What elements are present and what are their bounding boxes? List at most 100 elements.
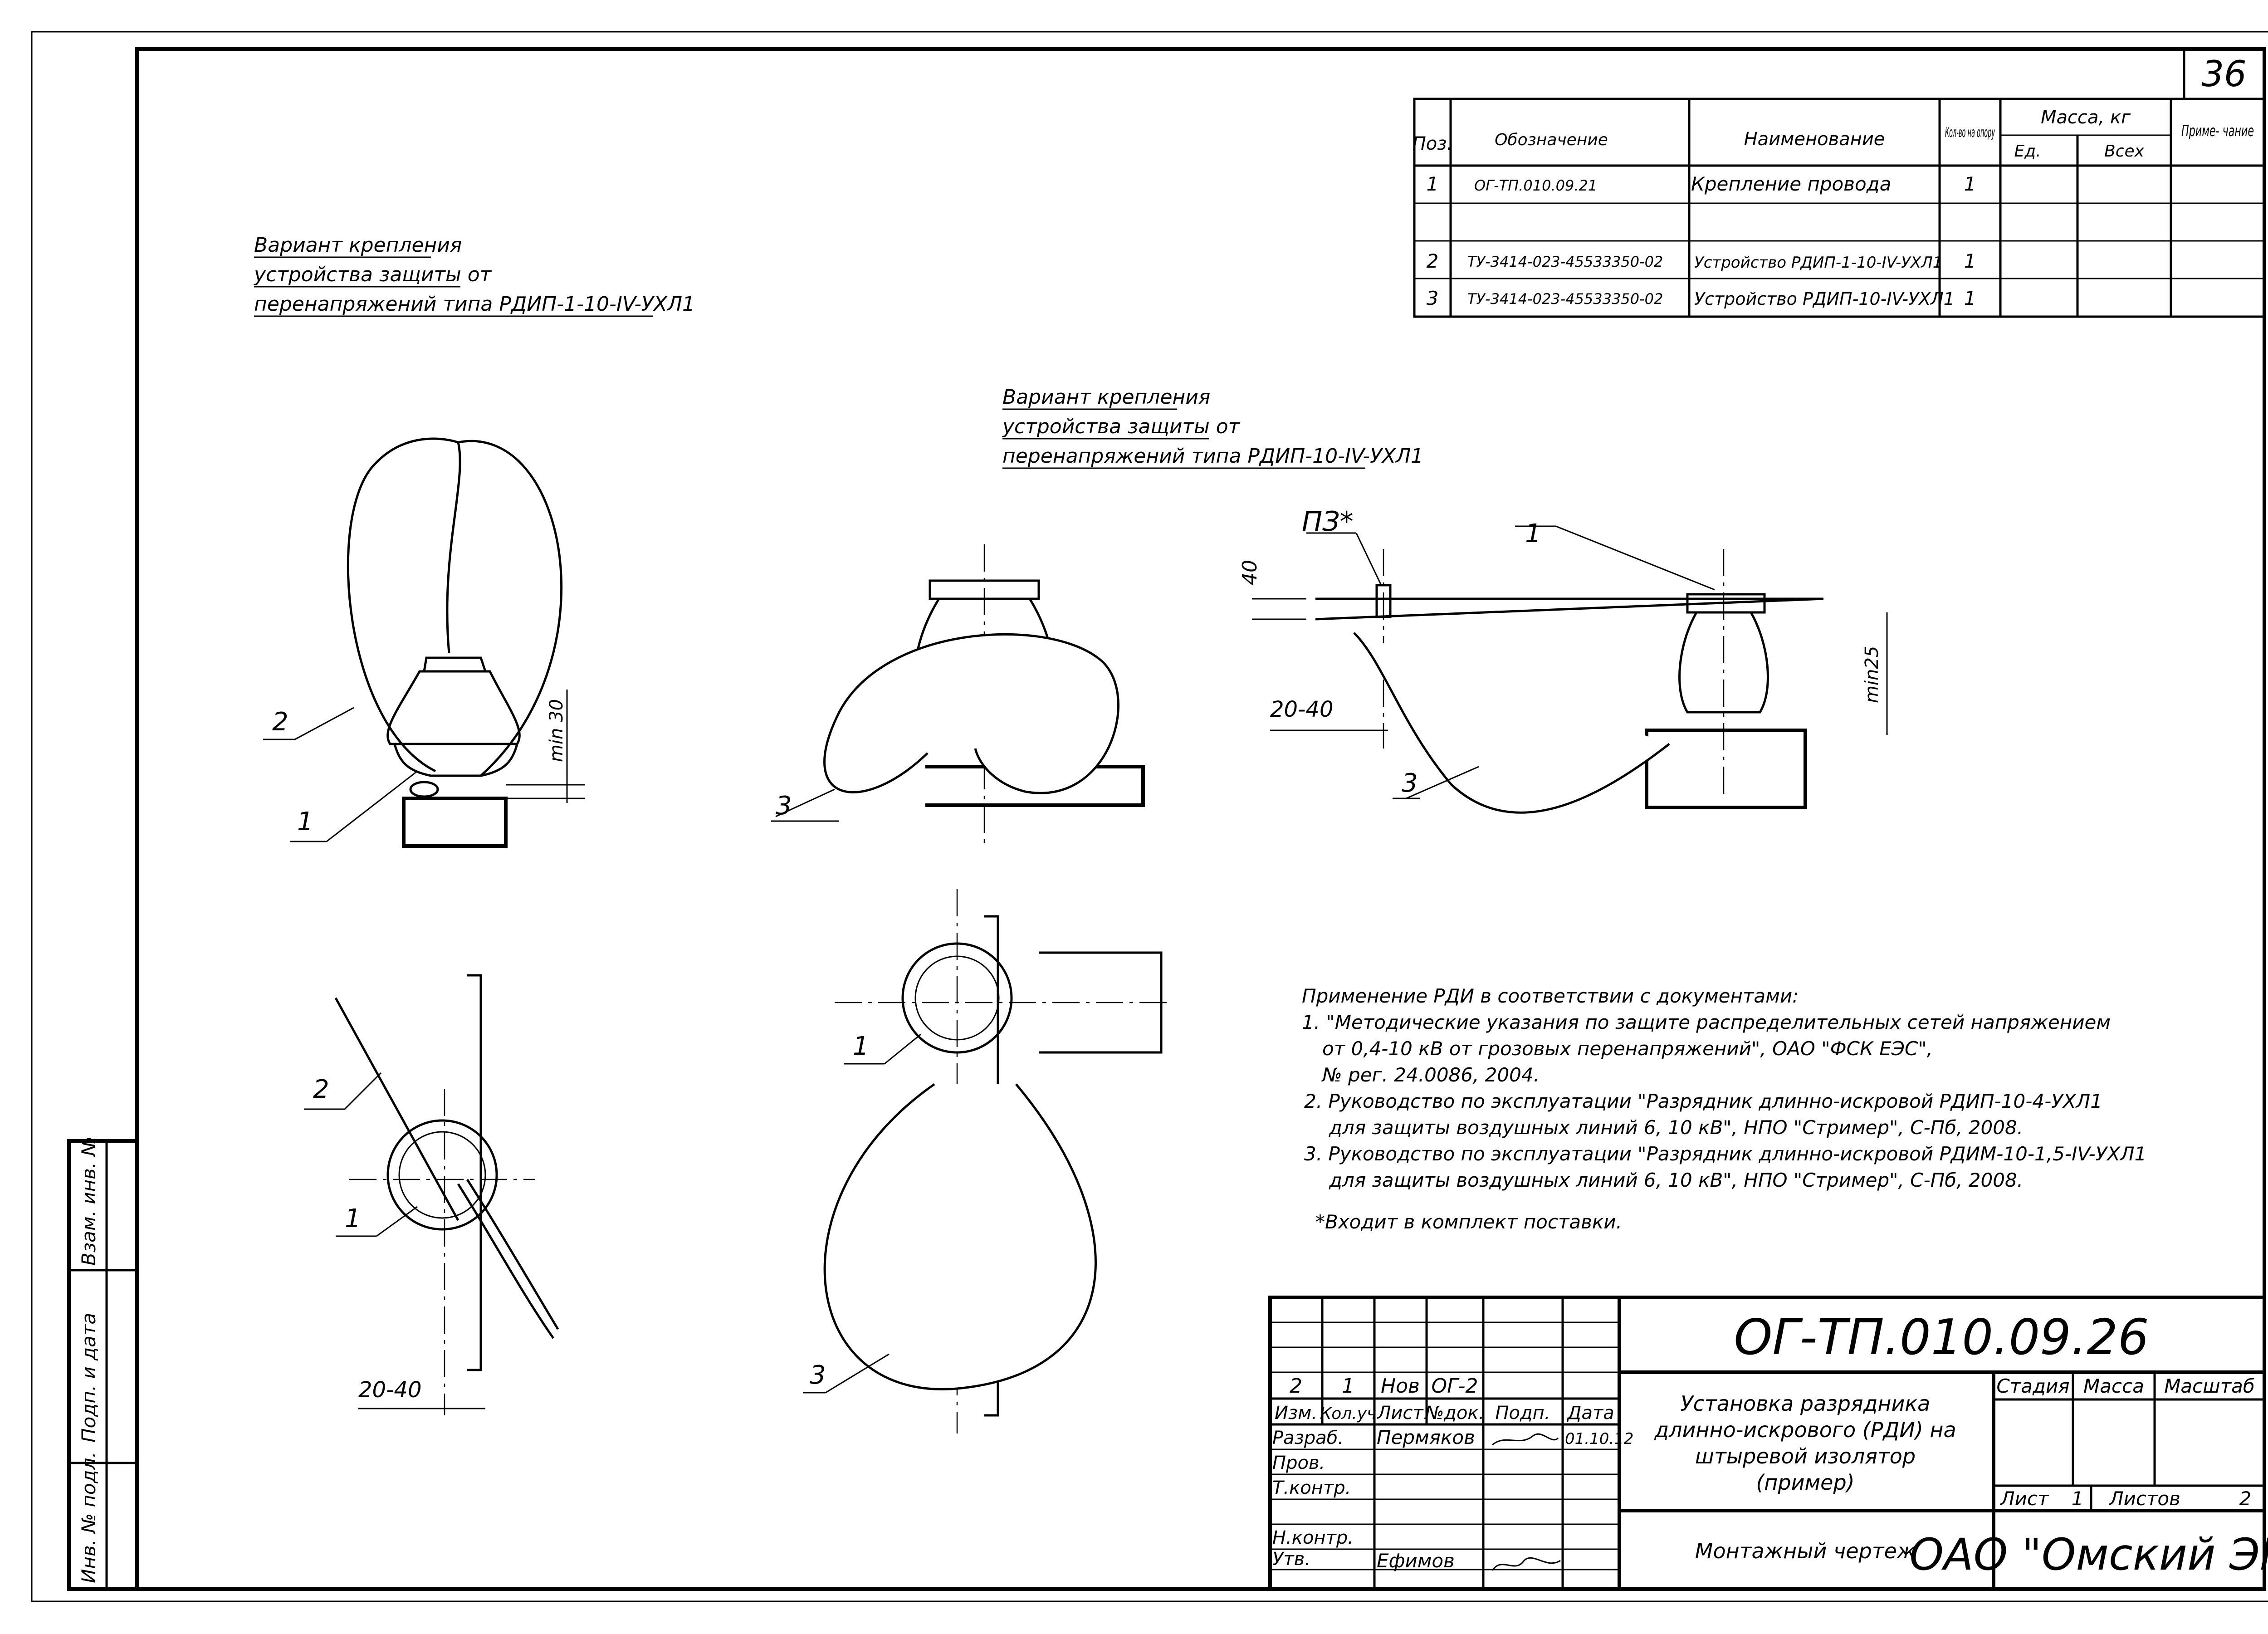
approver-name: Ефимов bbox=[1377, 1550, 1455, 1572]
dim-min25: min25 bbox=[1862, 646, 1882, 703]
developer-date: 01.10.12 bbox=[1565, 1430, 1633, 1448]
side-stamp-orig-inv: Инв. № подл. bbox=[78, 1452, 100, 1583]
row3-pos: 3 bbox=[1427, 287, 1439, 309]
hdr-date: Дата bbox=[1566, 1403, 1614, 1424]
dim-20-40-c: 20-40 bbox=[1270, 697, 1333, 722]
col-note-header: Приме- чание bbox=[2181, 122, 2254, 140]
role-approver: Утв. bbox=[1272, 1549, 1310, 1570]
callout-1-c: 1 bbox=[1525, 519, 1541, 548]
view-rdip10-side: 1 ПЗ* 40 20-40 min25 3 bbox=[1238, 506, 1888, 814]
company-name: ОАО "Омский ЭМЗ" bbox=[1909, 1529, 2268, 1580]
callout-2-a: 2 bbox=[272, 707, 288, 737]
dim-20-40-d: 20-40 bbox=[358, 1377, 421, 1403]
svg-text:Вариант крепления: Вариант крепления bbox=[1002, 386, 1210, 409]
doc-code: ОГ-ТП.010.09.26 bbox=[1734, 1309, 2149, 1366]
row3-name: Устройство РДИП-10-IV-УХЛ1 bbox=[1694, 289, 1955, 309]
svg-text:Вариант крепления: Вариант крепления bbox=[254, 234, 462, 257]
row3-qty: 1 bbox=[1964, 287, 1976, 309]
svg-text:*Входит в комплект поставки.: *Входит в комплект поставки. bbox=[1315, 1211, 1622, 1233]
outer-border bbox=[31, 31, 2268, 1602]
svg-text:для защиты воздушных линий 6,: для защиты воздушных линий 6, 10 кВ", НП… bbox=[1329, 1169, 2023, 1191]
view-rdip10-front: 3 bbox=[771, 544, 1145, 844]
callout-3-e: 3 bbox=[810, 1360, 826, 1390]
col-name-header: Наименование bbox=[1744, 129, 1885, 150]
title-line-2: длинно-искрового (РДИ) на bbox=[1654, 1418, 1956, 1442]
hdr-podp: Подп. bbox=[1495, 1403, 1550, 1424]
hdr-izm: Изм. bbox=[1275, 1403, 1317, 1424]
svg-text:устройства защиты от: устройства защиты от bbox=[253, 263, 492, 286]
title-line-3: штыревой изолятор bbox=[1695, 1444, 1916, 1468]
col-unit-header: Ед. bbox=[2014, 142, 2041, 161]
hdr-ndok: №док. bbox=[1424, 1403, 1485, 1424]
col-designation-header: Обозначение bbox=[1495, 131, 1608, 149]
mass-label: Масса bbox=[2083, 1375, 2144, 1397]
role-norm-control: Н.контр. bbox=[1272, 1527, 1354, 1548]
callout-1-d: 1 bbox=[345, 1204, 361, 1233]
change-ndok: ОГ-2 bbox=[1431, 1375, 1478, 1398]
svg-text:№ рег. 24.0086, 2004.: № рег. 24.0086, 2004. bbox=[1321, 1064, 1540, 1086]
callout-1-a: 1 bbox=[297, 807, 313, 837]
row3-designation: ТУ-3414-023-45533350-02 bbox=[1467, 290, 1663, 308]
spec-table: Поз. Обозначение Наименование Кол-во на … bbox=[1413, 98, 2266, 318]
svg-text:3. Руководство по эксплуатации: 3. Руководство по эксплуатации "Разрядни… bbox=[1304, 1143, 2146, 1165]
scale-label: Масштаб bbox=[2164, 1375, 2255, 1397]
side-stamp: Взам. инв. № Подп. и дата Инв. № подл. bbox=[67, 1136, 139, 1591]
side-stamp-replaced-inv: Взам. инв. № bbox=[78, 1136, 100, 1266]
title-line-1: Установка разрядника bbox=[1681, 1391, 1931, 1416]
row1-designation: ОГ-ТП.010.09.21 bbox=[1474, 177, 1597, 194]
callout-pz: ПЗ* bbox=[1302, 506, 1354, 538]
svg-text:2. Руководство по эксплуатации: 2. Руководство по эксплуатации "Разрядни… bbox=[1304, 1090, 2102, 1112]
developer-name: Пермяков bbox=[1377, 1426, 1475, 1448]
sheets-label: Листов bbox=[2108, 1487, 2180, 1510]
row2-name: Устройство РДИП-1-10-IV-УХЛ1 bbox=[1694, 254, 1942, 272]
sheets-value: 2 bbox=[2239, 1487, 2252, 1510]
sheet-value: 1 bbox=[2072, 1487, 2084, 1510]
role-checker: Пров. bbox=[1272, 1453, 1325, 1473]
row2-qty: 1 bbox=[1964, 250, 1976, 272]
sheet-number-box: 36 bbox=[2183, 48, 2266, 100]
sheet-label: Лист bbox=[1999, 1487, 2049, 1510]
svg-text:от 0,4-10 кВ от грозовых перен: от 0,4-10 кВ от грозовых перенапряжений"… bbox=[1322, 1037, 1933, 1060]
row2-designation: ТУ-3414-023-45533350-02 bbox=[1467, 253, 1663, 270]
svg-text:устройства защиты от: устройства защиты от bbox=[1002, 415, 1241, 438]
row1-qty: 1 bbox=[1964, 173, 1976, 195]
svg-text:для защиты воздушных линий 6,: для защиты воздушных линий 6, 10 кВ", НП… bbox=[1329, 1116, 2023, 1139]
sheet-number: 36 bbox=[2201, 54, 2246, 95]
role-developer: Разраб. bbox=[1272, 1428, 1344, 1448]
col-mass-header: Масса, кг bbox=[2041, 107, 2131, 128]
callout-1-e: 1 bbox=[853, 1032, 869, 1061]
svg-text:Применение РДИ в соответствии: Применение РДИ в соответствии с документ… bbox=[1302, 985, 1799, 1007]
svg-text:перенапряжений типа РДИП-1-10-: перенапряжений типа РДИП-1-10-IV-УХЛ1 bbox=[254, 293, 695, 316]
callout-3-c: 3 bbox=[1402, 768, 1418, 798]
dim-min30: min 30 bbox=[546, 699, 567, 762]
svg-text:перенапряжений типа РДИП-10-IV: перенапряжений типа РДИП-10-IV-УХЛ1 bbox=[1002, 445, 1423, 468]
dim-40: 40 bbox=[1238, 560, 1261, 585]
approver-signature bbox=[1491, 1557, 1561, 1571]
change-kol: 1 bbox=[1342, 1375, 1354, 1398]
variant-1-caption: Вариант крепления устройства защиты от п… bbox=[253, 234, 695, 317]
view-rdip1-top: 2 1 20-40 bbox=[304, 974, 559, 1415]
callout-2-d: 2 bbox=[313, 1075, 329, 1104]
callout-3-b: 3 bbox=[776, 791, 792, 821]
hdr-list: Лист bbox=[1376, 1403, 1424, 1424]
row1-name: Крепление провода bbox=[1691, 173, 1891, 195]
role-tech-control: Т.контр. bbox=[1272, 1477, 1351, 1498]
row1-pos: 1 bbox=[1427, 173, 1439, 195]
row2-pos: 2 bbox=[1427, 250, 1439, 272]
change-izm: 2 bbox=[1290, 1375, 1302, 1398]
inner-frame bbox=[135, 47, 2266, 1591]
hdr-kol: Кол.уч bbox=[1320, 1404, 1377, 1423]
col-total-header: Всех bbox=[2104, 142, 2145, 161]
side-stamp-signature-date: Подп. и дата bbox=[78, 1313, 100, 1443]
col-pos-header: Поз. bbox=[1413, 133, 1453, 154]
stage-label: Стадия bbox=[1996, 1375, 2069, 1397]
developer-signature bbox=[1492, 1433, 1559, 1446]
title-line-4: (пример) bbox=[1756, 1470, 1854, 1495]
view-rdip1-side: min 30 2 1 bbox=[263, 437, 585, 848]
change-list: Нов bbox=[1381, 1375, 1420, 1398]
col-qty-header: Кол-во на опору bbox=[1945, 125, 1995, 141]
variant-2-caption: Вариант крепления устройства защиты от п… bbox=[1002, 386, 1423, 469]
drawing-type: Монтажный чертеж bbox=[1695, 1539, 1916, 1563]
notes: Применение РДИ в соответствии с документ… bbox=[1302, 985, 2146, 1233]
